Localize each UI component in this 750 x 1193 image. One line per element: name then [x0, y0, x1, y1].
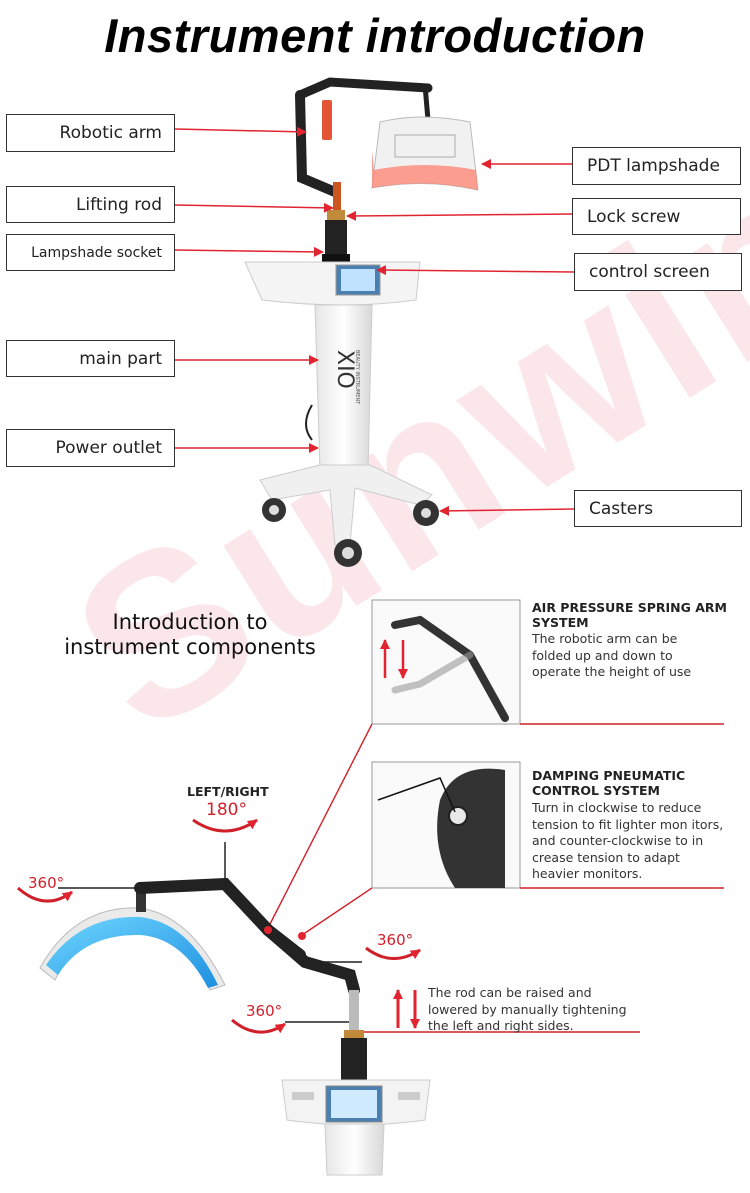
- heading-line: CONTROL SYSTEM: [532, 783, 660, 798]
- device-logo: XIO: [332, 350, 357, 389]
- feature-damping-description: Turn in clockwise to reduce tension to f…: [532, 800, 723, 883]
- label-text: Robotic arm: [59, 123, 162, 143]
- feature-arm-description: The robotic arm can be folded up and dow…: [532, 631, 691, 681]
- label-pointers: [174, 126, 575, 516]
- label-main-part: main part: [6, 340, 175, 377]
- description-line: heavier monitors.: [532, 866, 643, 881]
- description-line: tension to fit lighter mon itors,: [532, 816, 724, 832]
- label-text: Power outlet: [55, 438, 163, 458]
- label-text: main part: [79, 348, 162, 369]
- feature-arm-heading: AIR PRESSURE SPRING ARM SYSTEM: [532, 600, 727, 630]
- rotation-360-rod-label: 360°: [246, 1002, 283, 1020]
- heading-line: AIR PRESSURE SPRING ARM: [532, 600, 727, 615]
- rotation-360-arm-label: 360°: [377, 931, 414, 949]
- section-title: Introduction to instrument components: [40, 610, 340, 660]
- label-text: Casters: [589, 498, 654, 519]
- rotation-360-lamp-label: 360°: [28, 874, 65, 892]
- description-line: The robotic arm can be: [532, 631, 678, 646]
- rotation-arrows: [17, 818, 421, 1034]
- description-line: Turn in clockwise to reduce: [532, 800, 702, 815]
- label-text: PDT lampshade: [587, 156, 720, 176]
- rotation-180-label: 180°: [206, 800, 247, 820]
- label-control-screen: control screen: [574, 253, 742, 291]
- device-logo-sub: BEAUTY INSTRUMENT: [354, 350, 360, 405]
- label-lifting-rod: Lifting rod: [6, 186, 175, 223]
- description-line: operate the height of use: [532, 664, 692, 679]
- description-line: The rod can be raised and: [428, 985, 592, 1000]
- feature-pointers: [263, 723, 724, 1033]
- label-text: control screen: [589, 262, 710, 282]
- label-text: Lifting rod: [75, 194, 162, 215]
- label-robotic-arm: Robotic arm: [6, 114, 175, 152]
- label-text: Lampshade socket: [31, 244, 162, 261]
- section-title-line2: instrument components: [64, 635, 316, 659]
- page-title: Instrument introduction: [104, 9, 646, 62]
- bottom-device: [39, 842, 431, 1176]
- description-line: crease tension to adapt: [532, 849, 680, 865]
- description-line: folded up and down to: [532, 647, 673, 663]
- feature-damping-heading: DAMPING PNEUMATIC CONTROL SYSTEM: [532, 768, 685, 798]
- label-power-outlet: Power outlet: [6, 429, 175, 467]
- feature-image-damping: [371, 761, 521, 889]
- label-lock-screw: Lock screw: [572, 198, 741, 235]
- label-pdt-lampshade: PDT lampshade: [572, 147, 741, 185]
- rod-description: The rod can be raised and lowered by man…: [428, 985, 658, 1035]
- description-line: lowered by manually tightening: [428, 1001, 627, 1017]
- heading-line: SYSTEM: [532, 615, 589, 630]
- label-lampshade-socket: Lampshade socket: [6, 234, 175, 271]
- description-line: the left and right sides.: [428, 1018, 574, 1033]
- label-text: Lock screw: [587, 206, 681, 227]
- section-title-line1: Introduction to: [112, 610, 268, 634]
- description-line: and counter-clockwise to in: [532, 833, 704, 848]
- feature-image-arm: [371, 599, 521, 725]
- top-device: XIO BEAUTY INSTRUMENT: [244, 77, 479, 567]
- label-casters: Casters: [574, 490, 742, 527]
- left-right-label: LEFT/RIGHT: [187, 784, 269, 799]
- heading-line: DAMPING PNEUMATIC: [532, 768, 686, 783]
